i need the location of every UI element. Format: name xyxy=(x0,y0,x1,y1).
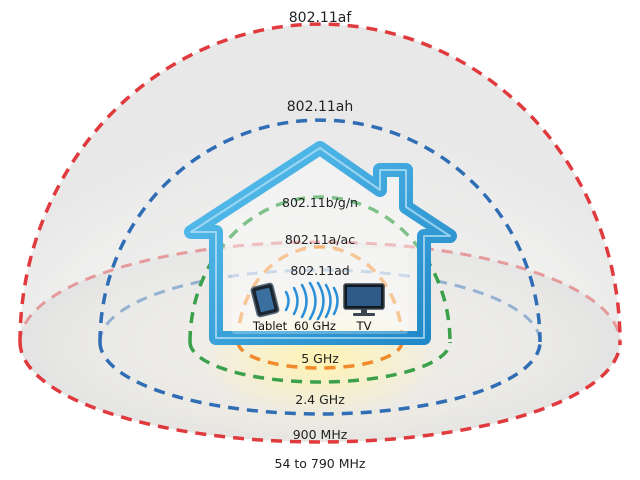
range-af-ground-front xyxy=(18,341,622,444)
label-5ghz: 5 GHz xyxy=(301,351,339,366)
label-60ghz: 60 GHz xyxy=(294,319,336,333)
tablet-icon xyxy=(250,282,280,318)
range-bgn-dome xyxy=(188,195,452,343)
label-2-4ghz: 2.4 GHz xyxy=(295,392,345,407)
center-glow xyxy=(200,300,440,420)
label-802-11af: 802.11af xyxy=(289,10,353,26)
range-aac-dome xyxy=(236,245,404,343)
label-802-11ah: 802.11ah xyxy=(287,99,353,115)
label-802-11ad: 802.11ad xyxy=(290,263,349,278)
tv-icon xyxy=(343,283,385,316)
label-802-11bgn: 802.11b/g/n xyxy=(282,195,358,210)
label-tablet: Tablet xyxy=(252,319,288,333)
range-ah-ground-front xyxy=(98,341,542,416)
label-54-790mhz: 54 to 790 MHz xyxy=(275,456,366,471)
range-af-ground-back xyxy=(18,240,622,343)
range-bgn-ground-front xyxy=(188,341,452,384)
range-af-dome xyxy=(18,22,622,343)
signal-waves-icon xyxy=(284,281,339,321)
label-900mhz: 900 MHz xyxy=(293,427,348,442)
label-802-11aac: 802.11a/ac xyxy=(285,232,355,247)
label-tv: TV xyxy=(356,319,372,333)
range-ah-dome xyxy=(98,118,542,343)
range-ah-ground-back xyxy=(98,268,542,343)
